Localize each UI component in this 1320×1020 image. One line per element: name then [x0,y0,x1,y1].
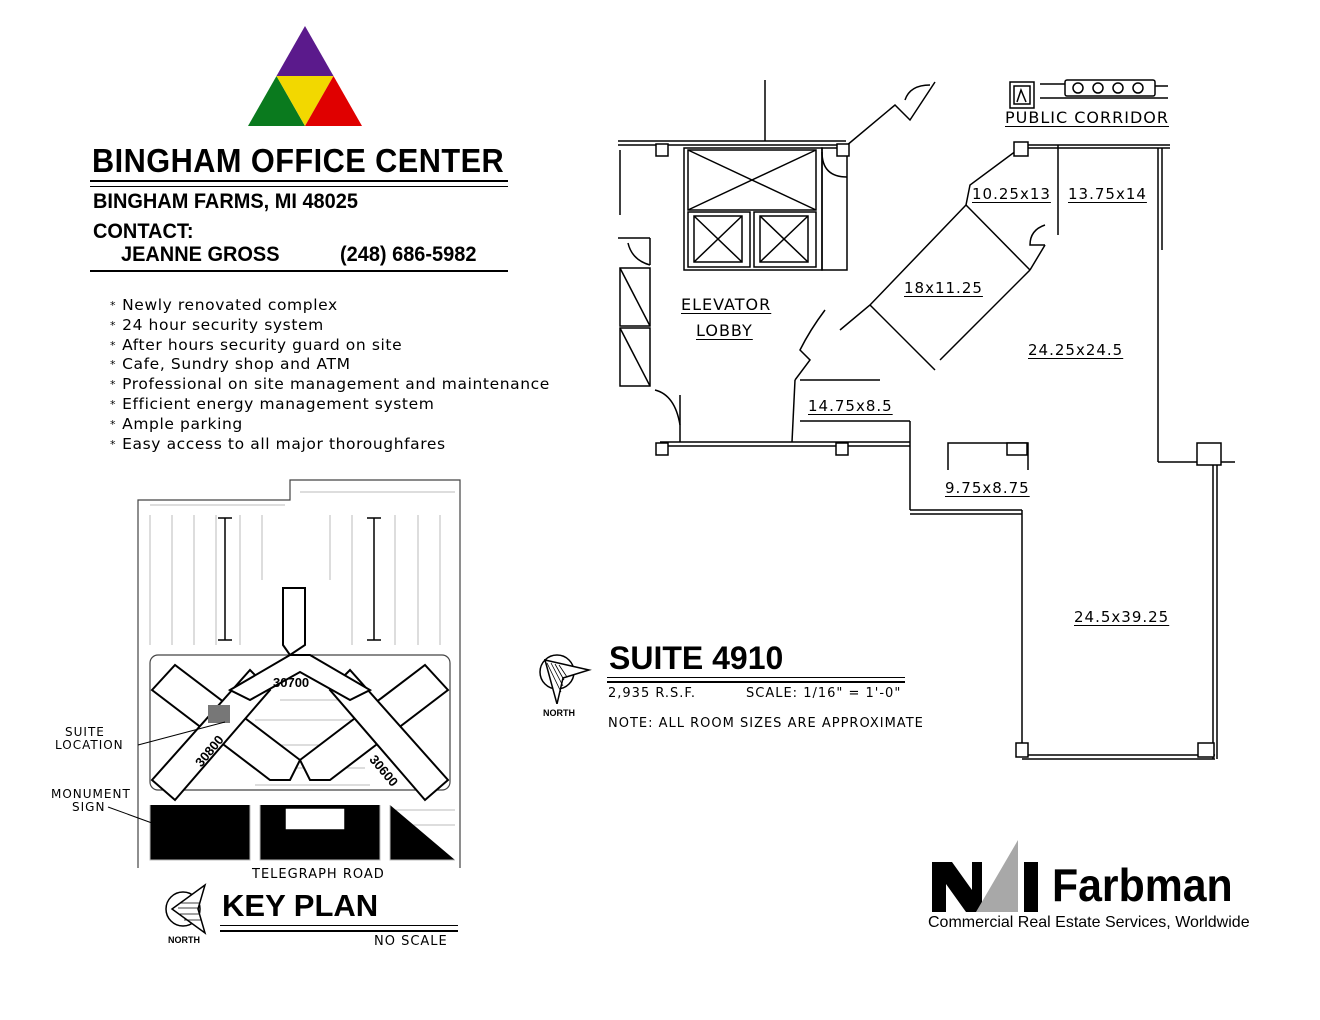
road-label: TELEGRAPH ROAD [252,867,385,882]
feature-item: *Easy access to all major thoroughfares [110,434,446,453]
feature-item: *After hours security guard on site [110,335,403,354]
nai-logo-icon [932,840,1038,912]
suite-divider [607,677,905,678]
key-plan-divider-2 [220,930,458,932]
room-label: 24.25x24.5 [1028,341,1124,359]
elevator-lobby-label: ELEVATOR [681,295,772,314]
room-label: 24.5x39.25 [1074,608,1170,626]
key-plan-divider [220,925,458,926]
suite-title: SUITE 4910 [609,640,784,676]
title-divider-thin [90,186,508,187]
north-label: NORTH [543,708,575,718]
feature-item: *Ample parking [110,414,243,433]
key-plan-title: KEY PLAN [222,888,379,923]
suite-divider-2 [607,681,905,683]
title-divider [90,180,508,182]
feature-item: *Efficient energy management system [110,394,435,413]
contact-name: JEANNE GROSS [121,243,280,266]
farbman-tagline: Commercial Real Estate Services, Worldwi… [928,914,1250,931]
feature-item: *Cafe, Sundry shop and ATM [110,355,351,374]
building-label: 30700 [273,675,310,690]
page-title: BINGHAM OFFICE CENTER [92,142,505,179]
suite-scale: SCALE: 1/16" = 1'-0" [746,686,902,701]
key-north-label: NORTH [168,935,200,945]
suite-area: 2,935 R.S.F. [608,686,696,701]
suite-location-label-2: LOCATION [55,738,124,752]
north-arrow-icon [539,654,592,704]
triangle-logo-icon [248,26,362,126]
contact-phone: (248) 686-5982 [340,243,477,266]
contact-label: CONTACT: [93,220,194,243]
room-label: 14.75x8.5 [808,397,893,415]
room-label: 9.75x8.75 [945,479,1030,497]
feature-item: *24 hour security system [110,315,324,334]
contact-divider [90,270,508,272]
suite-location-label: SUITE [65,725,105,739]
key-plan-scale: NO SCALE [374,934,448,949]
elevator-lobby-label-2: LOBBY [696,321,753,340]
monument-sign-label: MONUMENT [51,787,131,801]
room-label: 18x11.25 [904,279,983,297]
farbman-wordmark: Farbman [1052,859,1233,911]
public-corridor-label: PUBLIC CORRIDOR [1005,108,1169,127]
room-label: 13.75x14 [1068,185,1147,203]
feature-item: *Newly renovated complex [110,296,338,314]
room-label: 10.25x13 [972,185,1051,203]
location-text: BINGHAM FARMS, MI 48025 [93,190,358,213]
monument-sign-label-2: SIGN [72,800,106,814]
feature-list: *Newly renovated complex *24 hour securi… [110,296,550,454]
suite-note: NOTE: ALL ROOM SIZES ARE APPROXIMATE [608,716,924,731]
feature-item: *Professional on site management and mai… [110,375,550,394]
